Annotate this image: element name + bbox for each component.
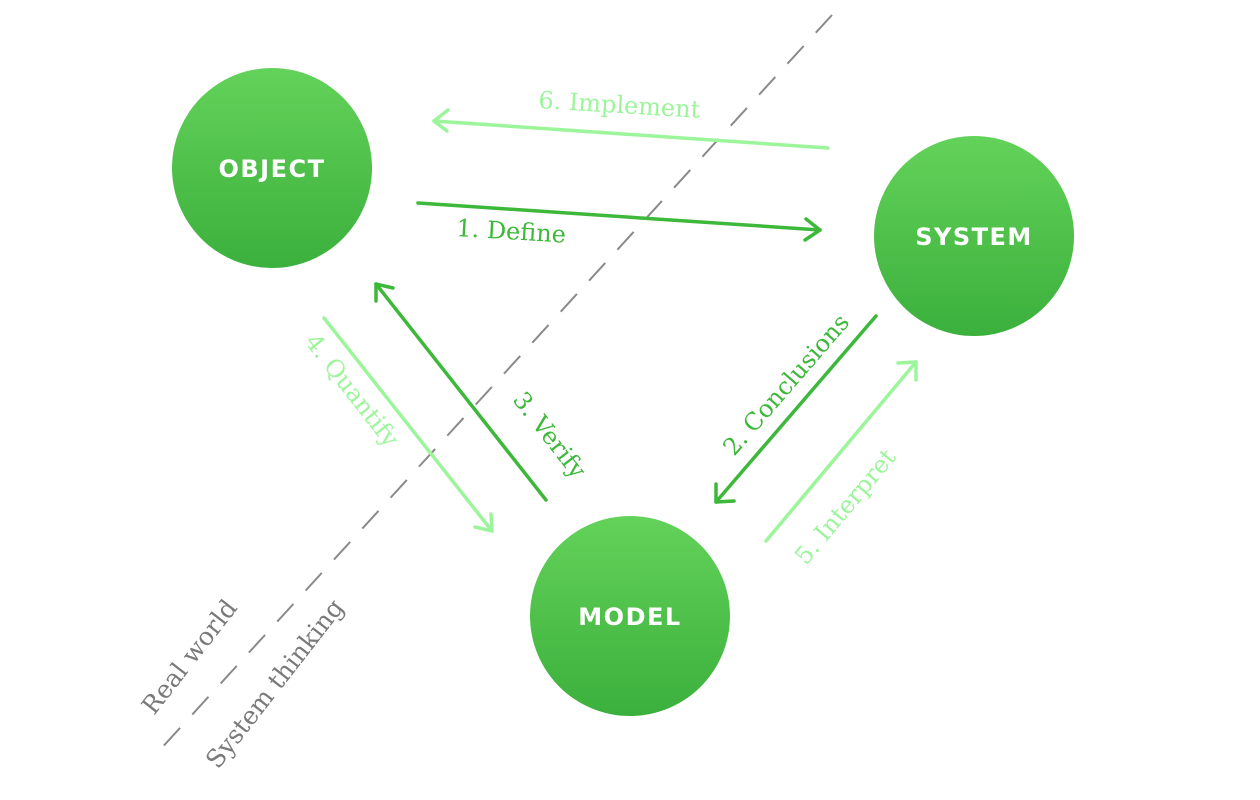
define-arrow bbox=[416, 201, 822, 242]
object-label: OBJECT bbox=[218, 155, 325, 183]
interpret-arrow bbox=[764, 360, 918, 543]
implement-label: 6. Implement bbox=[538, 86, 702, 124]
implement-arrow bbox=[432, 108, 830, 150]
interpret-label: 5. Interpret bbox=[789, 443, 902, 570]
quantify-arrow bbox=[322, 316, 494, 533]
model-node: MODEL bbox=[530, 516, 730, 716]
conclusions-arrow bbox=[714, 314, 878, 504]
object-node: OBJECT bbox=[172, 68, 372, 268]
verify-arrow bbox=[374, 282, 548, 502]
system-node: SYSTEM bbox=[874, 136, 1074, 336]
define-label: 1. Define bbox=[456, 214, 567, 249]
model-label: MODEL bbox=[578, 603, 681, 631]
conclusions-label: 2. Conclusions bbox=[717, 309, 855, 461]
system-label: SYSTEM bbox=[915, 223, 1033, 251]
real-world-label: Real world bbox=[136, 594, 243, 720]
quantify-label: 4. Quantify bbox=[299, 328, 405, 452]
